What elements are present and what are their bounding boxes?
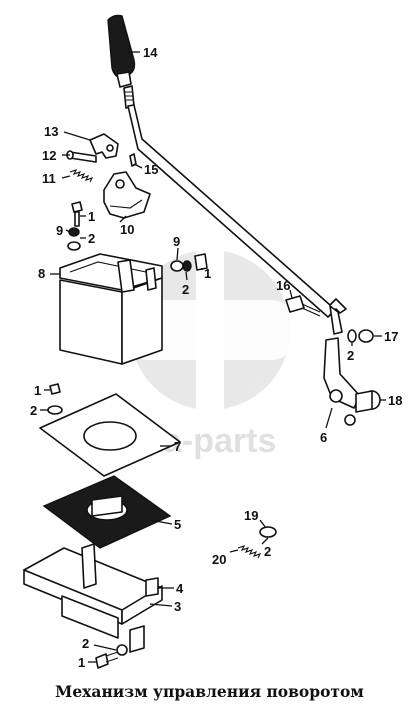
callout-16: 16 xyxy=(276,278,290,293)
callout-9-right: 9 xyxy=(173,234,180,249)
part-1-bolt-c xyxy=(49,383,61,395)
part-18-bushing xyxy=(355,390,381,413)
callout-14: 14 xyxy=(143,45,158,60)
part-15-pin xyxy=(129,153,137,167)
diagram-caption: Механизм управления поворотом xyxy=(55,682,364,701)
part-7-gasket xyxy=(39,393,181,477)
callout-12: 12 xyxy=(42,148,56,163)
part-1-bolt-b xyxy=(194,253,208,271)
callout-13: 13 xyxy=(44,124,58,139)
callout-7: 7 xyxy=(174,439,181,454)
callout-6: 6 xyxy=(320,430,327,445)
callout-1-bottom: 1 xyxy=(78,655,85,670)
part-12-pin xyxy=(66,150,97,163)
part-9-washer-a xyxy=(68,227,80,237)
part-3-bracket xyxy=(23,543,163,639)
part-2-washer-d xyxy=(47,405,63,415)
callout-labels: 14 13 12 15 11 1 9 2 10 9 1 2 8 16 17 2 … xyxy=(30,45,402,670)
callout-19: 19 xyxy=(244,508,258,523)
callout-2-spring: 2 xyxy=(264,544,271,559)
part-5-flange xyxy=(42,475,172,549)
part-20-spring xyxy=(237,545,262,559)
callout-1-mid: 1 xyxy=(34,383,41,398)
callout-2-bottom: 2 xyxy=(82,636,89,651)
callout-2-arm: 2 xyxy=(347,348,354,363)
callout-4: 4 xyxy=(176,581,184,596)
part-3-ear xyxy=(129,625,145,653)
callout-15: 15 xyxy=(144,162,158,177)
callout-5: 5 xyxy=(174,517,181,532)
callout-10: 10 xyxy=(120,222,134,237)
callout-2-left: 2 xyxy=(88,231,95,246)
part-6-arm xyxy=(323,337,361,426)
callout-1-right: 1 xyxy=(204,266,211,281)
part-17-nut xyxy=(358,329,374,343)
callout-11: 11 xyxy=(42,171,56,186)
part-2-washer-f xyxy=(116,644,128,656)
part-1-bolt-d xyxy=(95,651,119,669)
callout-1-top: 1 xyxy=(88,209,95,224)
callout-17: 17 xyxy=(384,329,398,344)
parts-diagram: deta-parts xyxy=(23,14,402,670)
callout-2-right: 2 xyxy=(182,282,189,297)
part-16-screw xyxy=(285,295,321,317)
callout-18: 18 xyxy=(388,393,402,408)
part-10-fork xyxy=(103,171,151,219)
part-9-washer-b xyxy=(170,260,184,272)
part-19-washer xyxy=(259,526,277,538)
part-14-lever xyxy=(107,14,347,335)
part-8-housing xyxy=(59,253,163,365)
callout-2-mid: 2 xyxy=(30,403,37,418)
part-2-washer-a xyxy=(67,241,81,251)
leader-lines xyxy=(40,51,386,663)
part-2-washer-c xyxy=(347,329,357,343)
part-1-bolt-a xyxy=(71,201,83,227)
callout-9-left: 9 xyxy=(56,223,63,238)
part-13-bracket xyxy=(89,133,119,159)
callout-8: 8 xyxy=(38,266,45,281)
callout-3: 3 xyxy=(174,599,181,614)
part-2-washer-b xyxy=(182,260,192,272)
part-11-spring xyxy=(69,169,94,183)
callout-20: 20 xyxy=(212,552,226,567)
part-4-lug xyxy=(145,577,159,597)
